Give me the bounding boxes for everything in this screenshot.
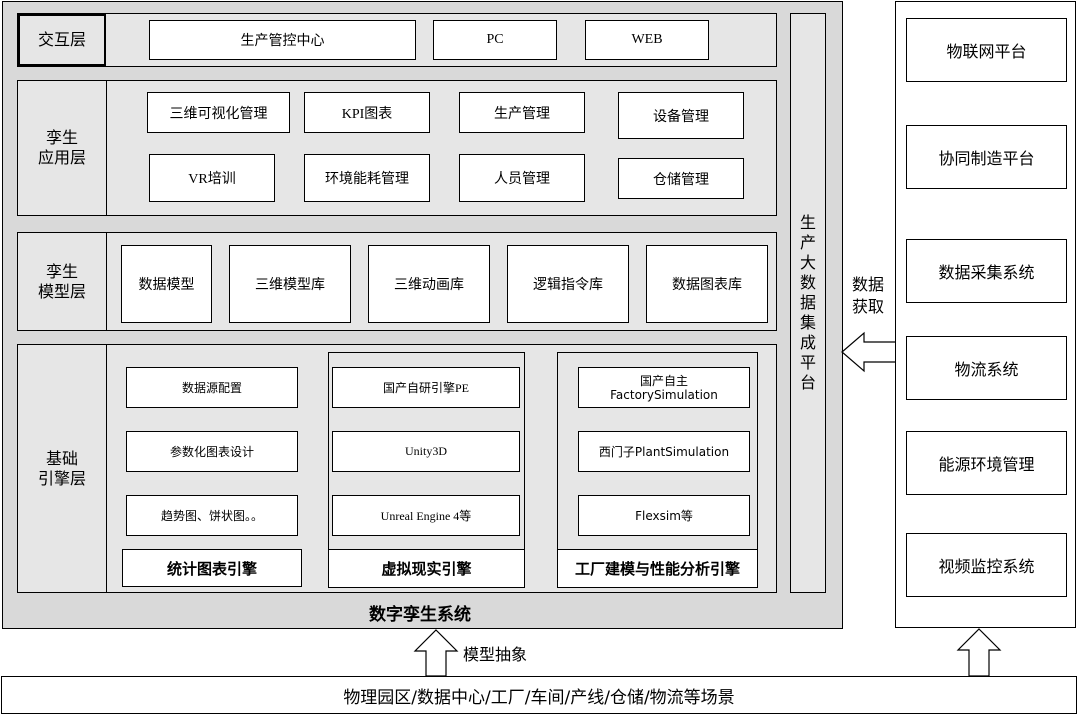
right-up-arrow (956, 628, 1002, 677)
production-control-center[interactable]: 生产管控中心 (149, 20, 416, 60)
ext-logistics-system[interactable]: 物流系统 (906, 336, 1067, 400)
engine-data-source-config[interactable]: 数据源配置 (126, 367, 298, 408)
app-equipment-management[interactable]: 设备管理 (618, 92, 744, 139)
engine-factory-simulation[interactable]: 国产自主 FactorySimulation (578, 367, 750, 408)
app-energy-management[interactable]: 环境能耗管理 (304, 154, 430, 202)
interaction-layer-label: 交互层 (18, 14, 106, 66)
app-kpi-charts[interactable]: KPI图表 (304, 92, 430, 133)
engine-unity3d[interactable]: Unity3D (332, 431, 520, 472)
model-data-chart-library[interactable]: 数据图表库 (646, 245, 768, 323)
engine-flexsim[interactable]: Flexsim等 (578, 495, 750, 536)
external-systems-panel (895, 1, 1076, 628)
app-production-management[interactable]: 生产管理 (459, 92, 585, 133)
app-3d-visualization[interactable]: 三维可视化管理 (147, 92, 290, 133)
factory-simulation-label: 国产自主 FactorySimulation (610, 373, 718, 402)
application-layer-label: 孪生 应用层 (18, 81, 107, 215)
engine-domestic-pe[interactable]: 国产自研引擎PE (332, 367, 520, 408)
engine-parametric-chart-design[interactable]: 参数化图表设计 (126, 431, 298, 472)
web-client[interactable]: WEB (585, 20, 709, 60)
ext-energy-environment[interactable]: 能源环境管理 (906, 431, 1067, 495)
data-acquisition-label: 数据 获取 (851, 275, 884, 316)
twin-application-layer: 孪生 应用层 三维可视化管理 KPI图表 生产管理 设备管理 VR培训 环境能耗… (17, 80, 777, 216)
data-acquisition-arrow (841, 331, 898, 373)
integration-platform-label: 生 产 大 数 据 集 成 平 台 (799, 213, 816, 392)
physical-scene-bar: 物理园区/数据中心/工厂/车间/产线/仓储/物流等场景 (1, 676, 1077, 714)
model-3d-model-library[interactable]: 三维模型库 (229, 245, 351, 323)
model-data-model[interactable]: 数据模型 (121, 245, 212, 323)
engine-statistics-chart-title: 统计图表引擎 (122, 549, 302, 587)
ext-data-collection[interactable]: 数据采集系统 (906, 239, 1067, 303)
system-title: 数字孪生系统 (369, 605, 471, 625)
engine-factory-modeling-title: 工厂建模与性能分析引擎 (557, 549, 758, 588)
physical-scene-label: 物理园区/数据中心/工厂/车间/产线/仓储/物流等场景 (343, 687, 735, 708)
twin-model-layer: 孪生 模型层 数据模型 三维模型库 三维动画库 逻辑指令库 数据图表库 (17, 232, 777, 331)
model-3d-animation-library[interactable]: 三维动画库 (368, 245, 490, 323)
integration-platform: 生 产 大 数 据 集 成 平 台 (790, 13, 826, 593)
pc-client[interactable]: PC (433, 20, 557, 60)
engine-layer-label: 基础 引擎层 (18, 345, 107, 592)
interaction-layer: 交互层 生产管控中心 PC WEB (17, 13, 777, 67)
ext-collaborative-manufacturing[interactable]: 协同制造平台 (906, 125, 1067, 189)
app-vr-training[interactable]: VR培训 (149, 154, 275, 202)
basic-engine-layer: 基础 引擎层 数据源配置 参数化图表设计 趋势图、饼状图。。 统计图表引擎 国产… (17, 344, 777, 593)
app-warehouse-management[interactable]: 仓储管理 (618, 158, 744, 199)
ext-video-monitoring[interactable]: 视频监控系统 (906, 533, 1067, 597)
engine-plant-simulation[interactable]: 西门子PlantSimulation (578, 431, 750, 472)
model-layer-label: 孪生 模型层 (18, 233, 107, 330)
model-abstraction-arrow (413, 629, 459, 677)
model-logic-instruction-library[interactable]: 逻辑指令库 (507, 245, 629, 323)
ext-iot-platform[interactable]: 物联网平台 (906, 18, 1067, 82)
engine-trend-pie-charts[interactable]: 趋势图、饼状图。。 (126, 495, 298, 536)
engine-vr-title: 虚拟现实引擎 (328, 549, 525, 588)
app-personnel-management[interactable]: 人员管理 (459, 154, 585, 202)
engine-unreal4[interactable]: Unreal Engine 4等 (332, 495, 520, 536)
model-abstraction-label: 模型抽象 (463, 645, 528, 664)
